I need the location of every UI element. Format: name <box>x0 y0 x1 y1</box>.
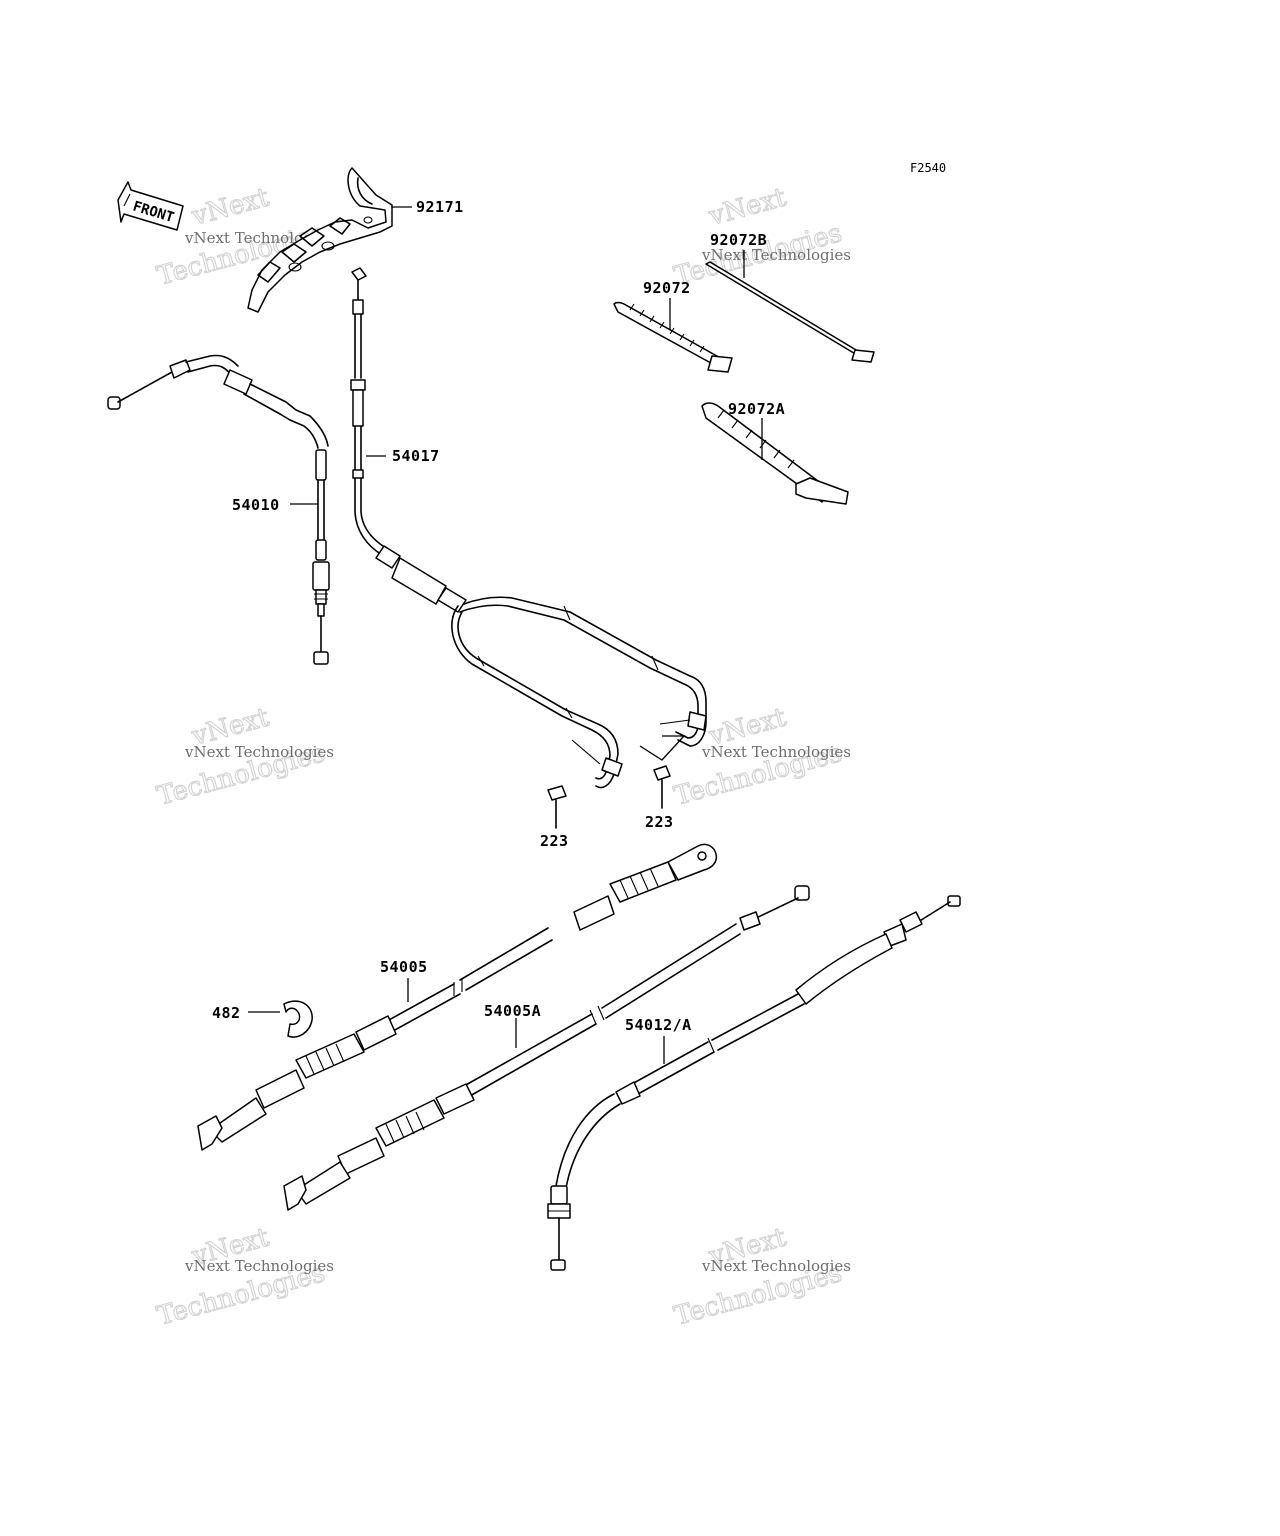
callout-223-right: 223 <box>645 813 674 831</box>
watermark-bottom-right: vNext Technologies vNext Technologies <box>670 1222 851 1332</box>
bolt-223-right <box>639 735 686 809</box>
figure-code: F2540 <box>910 161 946 175</box>
cable-54012A <box>547 895 961 1271</box>
cable-tie-92072 <box>613 298 733 373</box>
callout-54010: 54010 <box>232 496 280 514</box>
svg-text:vNext: vNext <box>188 182 273 232</box>
cable-54010 <box>107 354 330 665</box>
clip-482 <box>248 1000 313 1038</box>
cable-tie-92072A <box>701 402 849 505</box>
svg-text:vNext Technologies: vNext Technologies <box>184 743 334 761</box>
cable-tie-92072B <box>705 250 875 363</box>
svg-text:vNext Technologies: vNext Technologies <box>701 246 851 264</box>
callout-54005: 54005 <box>380 958 428 976</box>
callout-482: 482 <box>212 1004 241 1022</box>
watermark-mid-left: vNext Technologies vNext Technologies <box>153 702 334 812</box>
callout-54017: 54017 <box>392 447 440 465</box>
cable-54005A <box>283 885 810 1211</box>
callout-92171: 92171 <box>416 198 464 216</box>
callout-92072: 92072 <box>643 279 691 297</box>
svg-text:vNext: vNext <box>705 182 790 232</box>
callout-92072A: 92072A <box>728 400 785 418</box>
svg-text:vNext Technologies: vNext Technologies <box>701 1257 851 1275</box>
svg-text:vNext Technologies: vNext Technologies <box>701 743 851 761</box>
watermark-bottom-left: vNext Technologies vNext Technologies <box>153 1222 334 1332</box>
callout-54012A: 54012/A <box>625 1016 692 1034</box>
svg-text:vNext Technologies: vNext Technologies <box>184 1257 334 1275</box>
cable-54017 <box>350 267 707 789</box>
front-arrow-icon: FRONT <box>117 181 184 231</box>
callout-223-left: 223 <box>540 832 569 850</box>
cable-54005 <box>197 843 718 1151</box>
callout-92072B: 92072B <box>710 231 767 249</box>
callout-54005A: 54005A <box>484 1002 541 1020</box>
bracket-92171 <box>247 167 412 313</box>
bolt-223-left <box>547 785 567 829</box>
